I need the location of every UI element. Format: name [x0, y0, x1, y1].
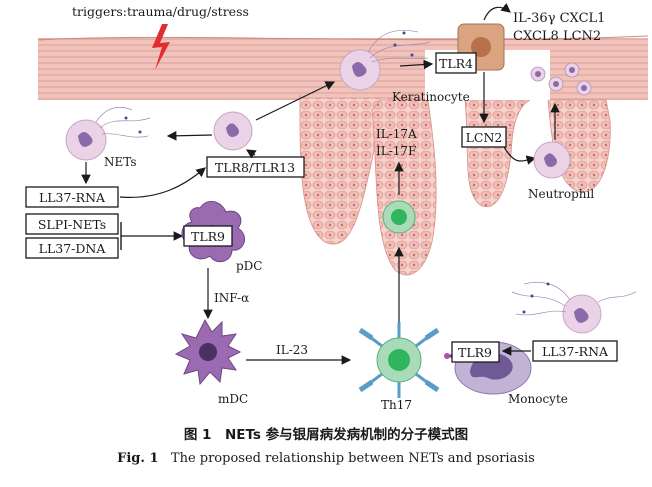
- skin-neutrophil-nucleus: [569, 67, 575, 73]
- tlr9-receptor-tip: [444, 353, 450, 359]
- th17-in-skin-nucleus: [391, 209, 407, 225]
- caption-chinese: 图 1 NETs 参与银屑病发病机制的分子模式图: [0, 423, 652, 443]
- cytokine-curve-arrow: [484, 7, 510, 20]
- arrow-tlr8-up: [247, 150, 255, 155]
- net-granule: [403, 32, 406, 35]
- il23-label: IL-23: [276, 343, 308, 357]
- skin-neutrophil-nucleus: [581, 85, 587, 91]
- caption-fig-number: Fig. 1: [117, 451, 158, 466]
- net-granule: [411, 54, 414, 57]
- skin-neutrophil-nucleus: [535, 71, 541, 77]
- mdc-label: mDC: [218, 392, 248, 406]
- tlr9-pdc-label: TLR9: [191, 229, 225, 244]
- tlr9-monocyte-label: TLR9: [458, 345, 492, 360]
- tlr8-tlr13-label: TLR8/TLR13: [215, 160, 295, 175]
- triggers-label: triggers:trauma/drug/stress: [72, 4, 249, 19]
- lcn2-label: LCN2: [466, 130, 503, 145]
- cytokines-line1: IL-36γ CXCL1: [513, 11, 605, 26]
- net-granule: [523, 311, 526, 314]
- il17f-label: IL-17F: [376, 144, 416, 158]
- ll37-dna-label: LL37-DNA: [39, 241, 107, 256]
- net-granule: [531, 295, 534, 298]
- net-granule: [547, 283, 550, 286]
- mdc-nucleus: [199, 343, 217, 361]
- neutrophil-label: Neutrophil: [528, 187, 594, 201]
- ridge-right: [465, 100, 530, 207]
- caption-text: The proposed relationship between NETs a…: [171, 451, 535, 466]
- il17a-label: IL-17A: [376, 127, 417, 141]
- cytokines-line2: CXCL8 LCN2: [513, 29, 601, 44]
- net-granule: [125, 117, 128, 120]
- slpi-nets-label: SLPI-NETs: [38, 217, 106, 232]
- tlr4-label: TLR4: [439, 56, 473, 71]
- net-granule: [394, 44, 397, 47]
- monocyte-label: Monocyte: [508, 392, 568, 406]
- net-granule: [139, 131, 142, 134]
- nets-label: NETs: [104, 155, 137, 169]
- ll37-rna-label: LL37-RNA: [39, 190, 106, 205]
- arrow-neutrophil-to-nets: [168, 135, 212, 136]
- caption-english: Fig. 1 The proposed relationship between…: [0, 451, 652, 466]
- keratinocyte-label: Keratinocyte: [392, 90, 470, 104]
- th17-cell: [360, 322, 438, 398]
- pdc-label: pDC: [236, 259, 262, 273]
- ll37-rna-monocyte-label: LL37-RNA: [542, 344, 609, 359]
- inf-alpha-label: INF-α: [214, 291, 249, 305]
- skin-neutrophil-nucleus: [553, 81, 559, 87]
- psoriasis-nets-diagram: triggers:trauma/drug/stress Keratinocyte…: [0, 0, 652, 420]
- th17-label: Th17: [381, 398, 412, 412]
- arrow-ll37rna-to-tlr8: [120, 168, 205, 197]
